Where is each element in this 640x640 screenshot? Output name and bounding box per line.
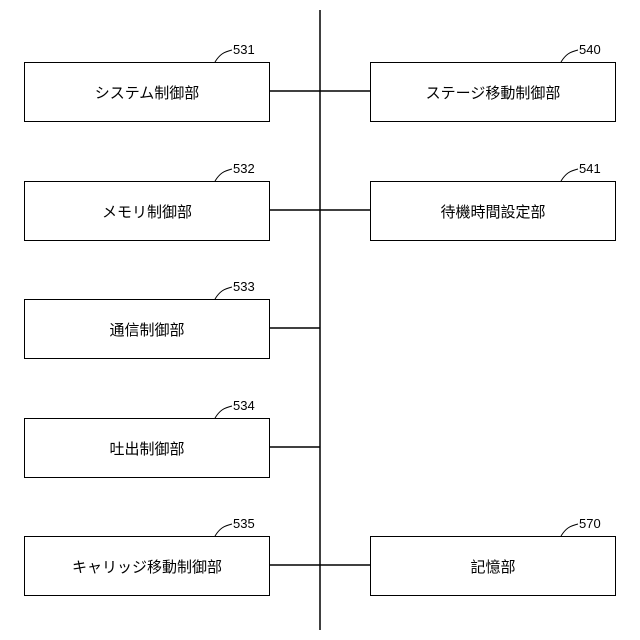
block-system-control: システム制御部 [24, 62, 270, 122]
ref-number: 533 [233, 280, 255, 294]
ref-number: 535 [233, 517, 255, 531]
leader-535 [215, 524, 232, 536]
leader-532 [215, 169, 232, 181]
leader-541 [561, 169, 578, 181]
block-label: 待機時間設定部 [440, 201, 545, 222]
block-memory-control: メモリ制御部 [24, 181, 270, 241]
ref-number: 532 [233, 162, 255, 176]
ref-number: 570 [579, 517, 601, 531]
leader-570 [561, 524, 578, 536]
block-ejection-control: 吐出制御部 [24, 418, 270, 478]
block-standby-time-setting: 待機時間設定部 [370, 181, 616, 241]
block-carriage-movement-control: キャリッジ移動制御部 [24, 536, 270, 596]
block-storage: 記憶部 [370, 536, 616, 596]
leader-540 [561, 50, 578, 62]
ref-number: 534 [233, 399, 255, 413]
block-stage-movement-control: ステージ移動制御部 [370, 62, 616, 122]
ref-number: 541 [579, 162, 601, 176]
leader-531 [215, 50, 232, 62]
block-communication-control: 通信制御部 [24, 299, 270, 359]
block-label: システム制御部 [95, 82, 200, 103]
block-label: キャリッジ移動制御部 [72, 556, 222, 577]
leader-534 [215, 406, 232, 418]
leader-533 [215, 287, 232, 299]
block-label: メモリ制御部 [102, 201, 192, 222]
ref-number: 531 [233, 43, 255, 57]
block-label: 記憶部 [470, 556, 515, 577]
block-label: 吐出制御部 [109, 438, 184, 459]
ref-number: 540 [579, 43, 601, 57]
block-label: ステージ移動制御部 [426, 82, 561, 103]
block-label: 通信制御部 [109, 319, 184, 340]
